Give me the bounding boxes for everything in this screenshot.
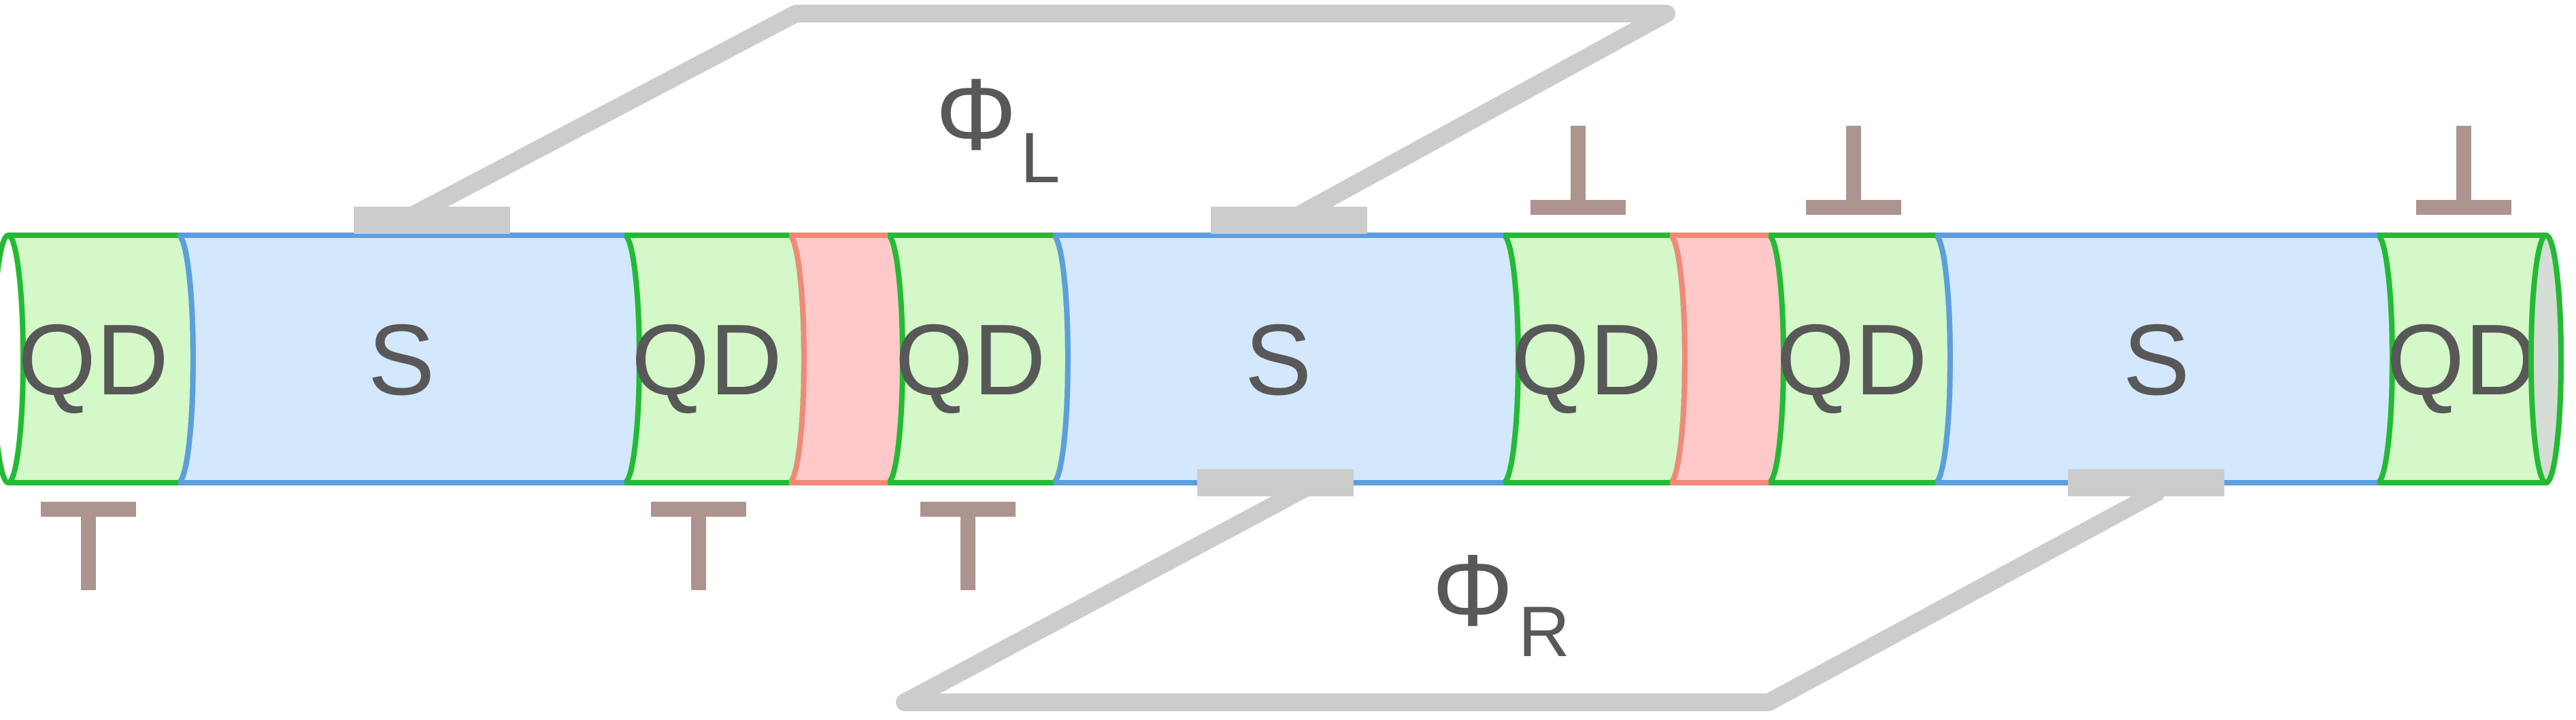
s-label: S: [368, 304, 435, 416]
wire-end-cap: [2528, 233, 2564, 485]
qd-label: QD: [895, 304, 1046, 416]
flux-loop-right: [896, 477, 2165, 711]
wire-segment-5-qd: QD: [886, 233, 1071, 485]
gate-below-1: [41, 502, 136, 590]
wire-segment-10-s: S: [1934, 233, 2395, 485]
qd-label: QD: [2386, 304, 2537, 416]
qd-label: QD: [18, 304, 169, 416]
s-label: S: [2123, 304, 2190, 416]
flux-loop-left: [399, 5, 1675, 237]
wire-segment-3-qd: QD: [623, 233, 807, 485]
flux-subscript-left: L: [1020, 118, 1060, 198]
flux-tab-right-2: [2068, 469, 2224, 496]
flux-label-left: Φ L: [935, 57, 1060, 198]
gate-above-1: [1530, 126, 1626, 215]
gate-below-3: [920, 502, 1016, 590]
wire-segment-1-qd: QD: [7, 233, 196, 485]
flux-symbol-left: Φ: [935, 57, 1017, 171]
wire-segment-4-barrier: [788, 233, 905, 485]
flux-tab-left-1: [354, 207, 510, 234]
gate-above-3: [2416, 126, 2511, 215]
flux-label-right: Φ R: [1432, 533, 1570, 672]
flux-tab-right-1: [1197, 469, 1354, 496]
gate-below-2: [651, 502, 746, 590]
wire-segment-6-s: S: [1052, 233, 1521, 485]
flux-subscript-right: R: [1518, 592, 1570, 672]
flux-symbol-right: Φ: [1432, 533, 1513, 647]
wire-left-end: [0, 233, 10, 485]
wire-segment-2-s: S: [177, 233, 642, 485]
flux-tabs: [354, 207, 2224, 496]
flux-tab-left-2: [1211, 207, 1367, 234]
wire-segment-9-qd: QD: [1767, 233, 1953, 485]
qd-label: QD: [631, 304, 782, 416]
barrier-body: [788, 233, 905, 485]
wire-segment-7-qd: QD: [1502, 233, 1688, 485]
wire-segment-11-qd: QD: [2376, 233, 2564, 485]
nanowire: QD S QD QD S QD QD S QD: [0, 233, 2564, 485]
gates: [41, 126, 2511, 590]
qd-label: QD: [1511, 304, 1662, 416]
wire-segment-8-barrier: [1669, 233, 1786, 485]
s-label: S: [1245, 304, 1312, 416]
barrier-body: [1669, 233, 1786, 485]
gate-above-2: [1806, 126, 1901, 215]
qd-label: QD: [1777, 304, 1928, 416]
